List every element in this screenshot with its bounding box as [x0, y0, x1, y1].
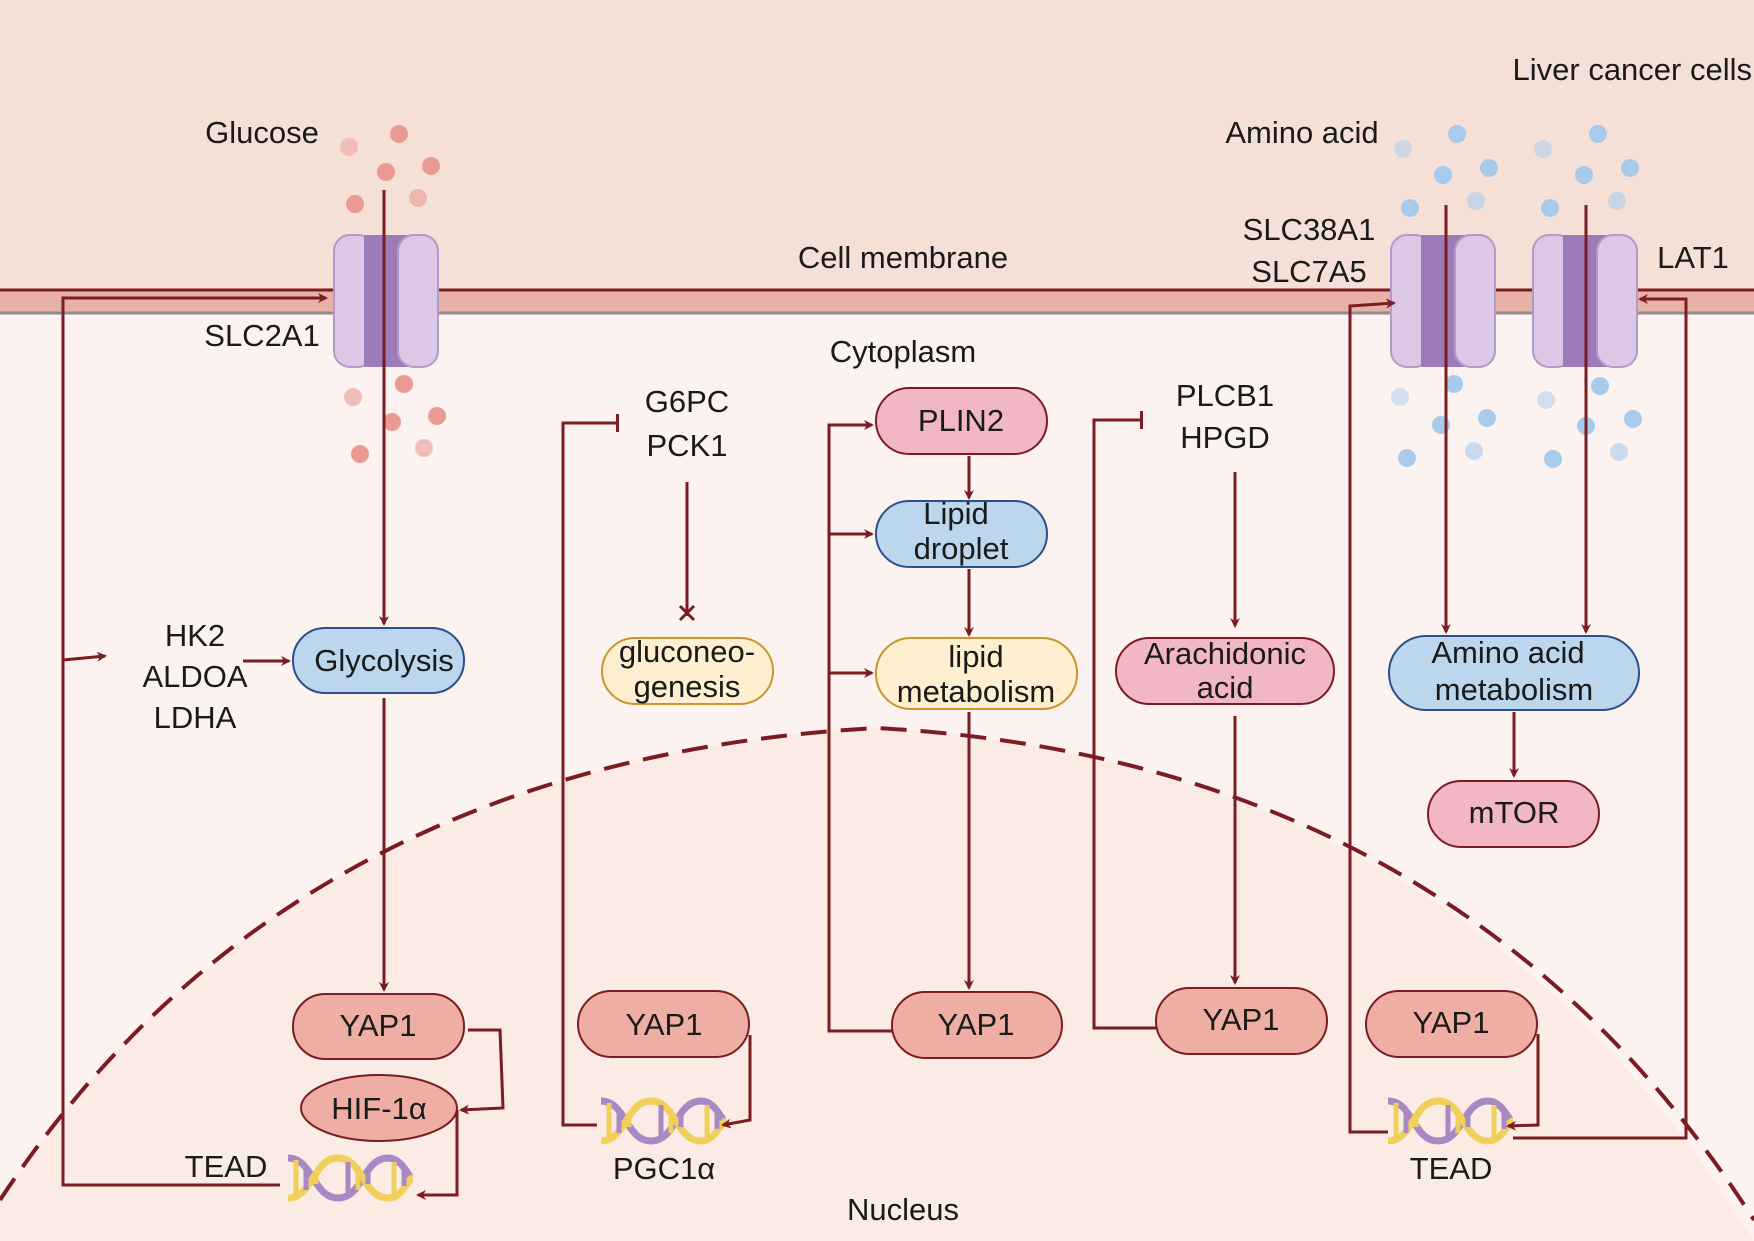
- yap1-label-gluconeogenesis: YAP1: [626, 1007, 703, 1042]
- lipid-droplet-label-2: droplet: [914, 531, 1009, 566]
- yap1-label-amino: YAP1: [1413, 1005, 1490, 1040]
- yap1-node-amino: [1365, 990, 1538, 1058]
- arachidonic-acid-label-2: acid: [1197, 670, 1254, 705]
- lat1-label: LAT1: [1657, 240, 1729, 275]
- gluconeogenesis-gene-2: PCK1: [647, 428, 728, 463]
- hif1a-node: [300, 1074, 458, 1142]
- amino-acid-label: Amino acid: [1225, 115, 1378, 150]
- slc7a5-label: SLC7A5: [1251, 254, 1366, 289]
- gluconeogenesis-arrows: [561, 414, 752, 1129]
- dna-pgc1a: [601, 1101, 726, 1141]
- slc2a1-channel: [333, 234, 439, 368]
- amino-acid-arrows: [1348, 205, 1688, 1140]
- arachidonic-arrows: [1092, 411, 1240, 1030]
- gluconeogenesis-node: [601, 637, 774, 705]
- glycolysis-enzyme-1: HK2: [165, 618, 225, 653]
- nucleus-label: Nucleus: [847, 1192, 959, 1227]
- lipid-metabolism-label-1: lipid: [948, 639, 1003, 674]
- gluconeogenesis-label-1: gluconeo-: [619, 634, 755, 669]
- plin2-node: [875, 387, 1048, 455]
- yap1-label-arachidonic: YAP1: [1203, 1002, 1280, 1037]
- lipid-metabolism-label-2: metabolism: [897, 674, 1056, 709]
- yap1-node-lipid: [891, 991, 1063, 1059]
- glucose-dots: [340, 125, 446, 463]
- glycolysis-enzyme-3: LDHA: [154, 700, 237, 735]
- slc2a1-label: SLC2A1: [204, 318, 319, 353]
- yap1-label-glycolysis: YAP1: [340, 1008, 417, 1043]
- glycolysis-enzyme-2: ALDOA: [142, 659, 247, 694]
- glycolysis-node: [292, 627, 465, 694]
- amino-acid-metabolism-node: [1388, 635, 1640, 711]
- arachidonic-gene-2: HPGD: [1180, 420, 1270, 455]
- arachidonic-acid-node: [1115, 637, 1335, 705]
- amino-metabolism-label-2: metabolism: [1435, 672, 1594, 707]
- amino-metabolism-label-1: Amino acid: [1431, 635, 1584, 670]
- lipid-droplet-label-1: Lipid: [923, 496, 989, 531]
- amino-acid-dots: [1391, 125, 1642, 468]
- tead-label-amino: TEAD: [1410, 1151, 1493, 1186]
- lipid-metabolism-node: [875, 637, 1078, 710]
- arachidonic-acid-label-1: Arachidonic: [1144, 636, 1306, 671]
- tead-label-glucose: TEAD: [185, 1149, 268, 1184]
- gluconeogenesis-gene-1: G6PC: [645, 384, 729, 419]
- lipid-droplet-node: [875, 500, 1048, 568]
- glucose-arrows: [61, 190, 505, 1200]
- dna-tead-glucose: [288, 1158, 413, 1198]
- yap1-label-lipid: YAP1: [938, 1007, 1015, 1042]
- mtor-node: [1427, 780, 1600, 848]
- nucleus-envelope: [0, 725, 1754, 1222]
- slc38a1-channel: [1390, 234, 1496, 368]
- yap1-node-gluconeogenesis: [577, 990, 750, 1058]
- pgc1a-label: PGC1α: [613, 1151, 715, 1186]
- mtor-label: mTOR: [1469, 795, 1560, 830]
- gluconeogenesis-label-2: genesis: [634, 669, 741, 704]
- plin2-label: PLIN2: [918, 403, 1004, 438]
- dna-tead-amino: [1388, 1101, 1513, 1141]
- yap1-node-arachidonic: [1155, 987, 1328, 1055]
- slc38a1-label: SLC38A1: [1243, 212, 1376, 247]
- membrane-label: Cell membrane: [798, 240, 1008, 275]
- yap1-node-glycolysis: [292, 993, 465, 1060]
- glucose-label: Glucose: [205, 115, 319, 150]
- arachidonic-gene-1: PLCB1: [1176, 378, 1274, 413]
- cell-type-title: Liver cancer cells: [1513, 52, 1752, 87]
- glycolysis-label: Glycolysis: [314, 643, 454, 678]
- cytoplasm-label: Cytoplasm: [830, 334, 976, 369]
- hif1a-label: HIF-1α: [331, 1091, 427, 1126]
- lipid-arrows: [827, 420, 974, 1033]
